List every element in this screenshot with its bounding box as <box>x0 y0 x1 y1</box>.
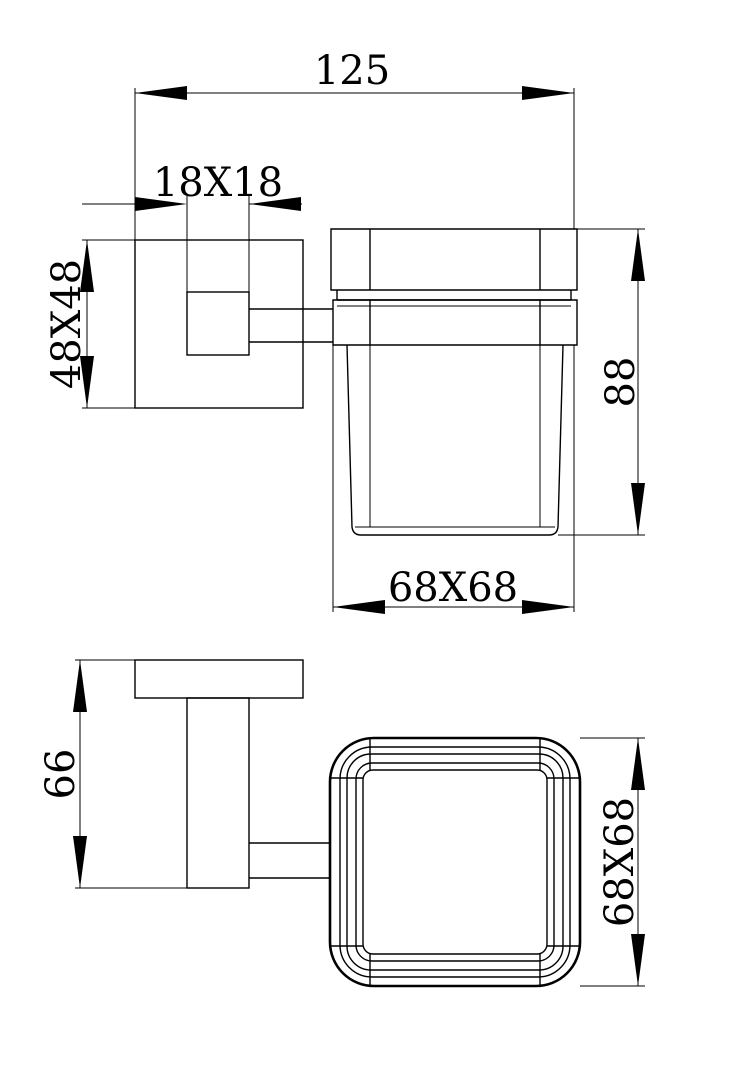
front-view <box>134 228 578 536</box>
dim-cup-size-label: 68X68 <box>388 565 518 611</box>
dim-projection-label: 66 <box>38 749 84 800</box>
cup-holder-rim <box>330 228 578 346</box>
wall-plate <box>134 239 304 409</box>
wall-plate-plan <box>134 659 304 699</box>
cup-holder-plan <box>328 736 582 988</box>
bar-section <box>186 291 250 356</box>
dim-overall-width: 125 <box>134 48 575 240</box>
glass-cup <box>346 344 564 536</box>
dim-cup-size: 68X68 <box>332 345 575 614</box>
dim-cup-plan-size: 68X68 <box>580 737 645 987</box>
dim-overall-width-label: 125 <box>314 48 390 94</box>
dim-projection: 66 <box>38 659 187 889</box>
dim-height: 88 <box>558 228 645 536</box>
dim-cup-plan-size-label: 68X68 <box>597 797 643 927</box>
dim-bar-section-label: 18X18 <box>153 160 283 206</box>
post-plan <box>186 697 250 889</box>
plan-view <box>134 659 582 988</box>
dim-wall-plate-label: 48X48 <box>44 259 90 389</box>
dim-wall-plate: 48X48 <box>44 239 135 409</box>
dim-bar-section: 18X18 <box>82 160 302 292</box>
dim-height-label: 88 <box>598 357 644 408</box>
